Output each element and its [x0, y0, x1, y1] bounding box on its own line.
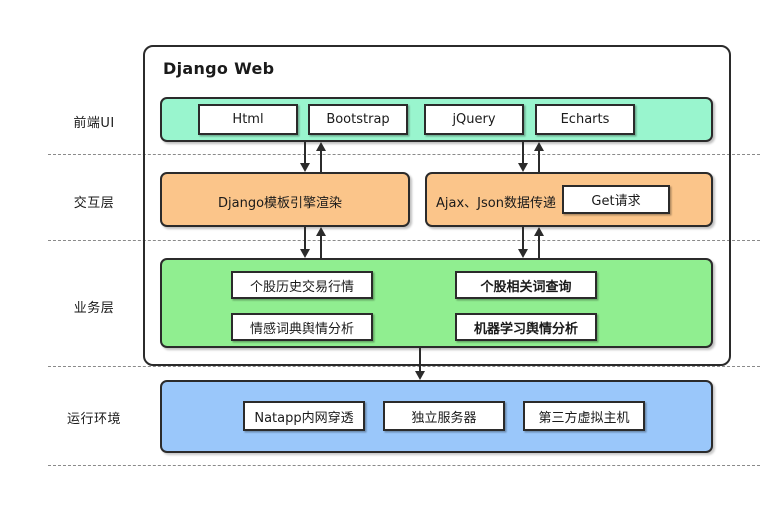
interaction-chip-get-request[interactable]: Get请求 [562, 185, 670, 214]
business-chip-stock-history[interactable]: 个股历史交易行情 [231, 271, 373, 299]
row-label-business-layer: 业务层 [73, 301, 115, 316]
arrow-up-interaction-to-ui-right [534, 142, 544, 172]
row-label-frontend-ui: 前端UI [73, 116, 115, 131]
arrow-down-business-to-environment [415, 348, 425, 380]
interaction-label-ajax-json: Ajax、Json数据传递 [436, 196, 556, 211]
arrow-down-interaction-to-business-left [300, 227, 310, 258]
arrow-up-business-to-interaction-left [316, 227, 326, 258]
tech-chip-html[interactable]: Html [198, 104, 298, 135]
arrow-down-ui-to-interaction-right [518, 142, 528, 172]
arrow-up-interaction-to-ui-left [316, 142, 326, 172]
arrow-down-interaction-to-business-right [518, 227, 528, 258]
business-chip-sentiment-dictionary[interactable]: 情感词典舆情分析 [231, 313, 373, 341]
layer-divider-business-environment [48, 366, 760, 367]
row-label-interaction-layer: 交互层 [73, 196, 115, 211]
arrow-down-ui-to-interaction-left [300, 142, 310, 172]
tech-chip-echarts[interactable]: Echarts [535, 104, 635, 135]
environment-chip-standalone-server[interactable]: 独立服务器 [383, 401, 505, 431]
django-web-container [143, 45, 731, 366]
row-label-runtime-environment: 运行环境 [66, 412, 121, 427]
business-chip-related-word-query[interactable]: 个股相关词查询 [455, 271, 597, 299]
environment-chip-natapp[interactable]: Natapp内网穿透 [243, 401, 365, 431]
interaction-band-template-render [160, 172, 410, 227]
layer-divider-ui-interaction [48, 154, 760, 155]
business-chip-ml-sentiment[interactable]: 机器学习舆情分析 [455, 313, 597, 341]
layer-divider-interaction-business [48, 240, 760, 241]
interaction-label-template-render: Django模板引擎渲染 [218, 196, 343, 211]
tech-chip-bootstrap[interactable]: Bootstrap [308, 104, 408, 135]
arrow-up-business-to-interaction-right [534, 227, 544, 258]
tech-chip-jquery[interactable]: jQuery [424, 104, 524, 135]
environment-chip-third-party-vps[interactable]: 第三方虚拟主机 [523, 401, 645, 431]
layer-divider-bottom [48, 465, 760, 466]
django-web-title: Django Web [163, 59, 275, 78]
